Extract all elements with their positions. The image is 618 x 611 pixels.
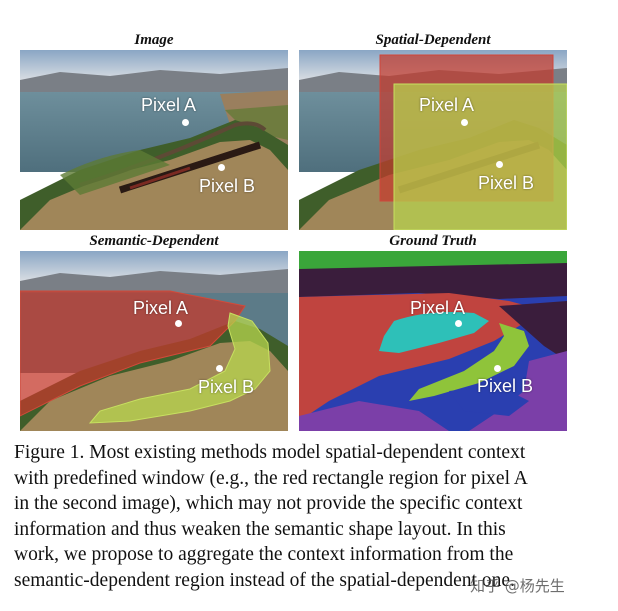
caption-line: information and thus weaken the semantic… xyxy=(14,518,506,540)
caption-line: work, we propose to aggregate the contex… xyxy=(14,544,514,566)
pixel-b-label-spatial: Pixel B xyxy=(478,173,535,193)
landscape-photo-with-window xyxy=(299,50,567,230)
pixel-a-label-spatial: Pixel A xyxy=(419,95,475,115)
panel-title-ground-truth: Ground Truth xyxy=(389,233,477,249)
pixel-a-dot-image xyxy=(182,119,189,126)
pixel-b-label-image: Pixel B xyxy=(199,176,256,196)
pixel-b-dot-spatial xyxy=(496,161,503,168)
pixel-b-dot-image xyxy=(218,164,225,171)
pixel-b-dot-ground-truth xyxy=(494,365,501,372)
pixel-b-dot-semantic xyxy=(216,365,223,372)
panel-spatial-dependent xyxy=(299,50,567,230)
pixel-a-dot-spatial xyxy=(461,119,468,126)
panel-title-image: Image xyxy=(134,32,174,48)
caption-line: with predefined window (e.g., the red re… xyxy=(14,467,528,489)
panel-title-semantic: Semantic-Dependent xyxy=(89,233,219,249)
pixel-a-dot-ground-truth xyxy=(455,320,462,327)
landscape-photo-with-regions xyxy=(20,251,288,431)
caption-line: in the second image), which may not prov… xyxy=(14,493,523,515)
landscape-photo xyxy=(20,50,288,230)
segmentation-map xyxy=(299,251,567,431)
caption-line: semantic-dependent region instead of the… xyxy=(14,569,515,591)
pixel-a-label-semantic: Pixel A xyxy=(133,298,189,318)
panel-ground-truth xyxy=(299,251,567,431)
watermark: 知乎 @杨先生 xyxy=(470,577,565,595)
green-window xyxy=(393,83,567,230)
pixel-b-label-semantic: Pixel B xyxy=(198,377,255,397)
pixel-a-label-image: Pixel A xyxy=(141,95,197,115)
panel-title-spatial: Spatial-Dependent xyxy=(375,32,491,48)
pixel-a-dot-semantic xyxy=(175,320,182,327)
caption-line: Figure 1. Most existing methods model sp… xyxy=(14,442,526,463)
red-semantic-region xyxy=(20,290,246,417)
panel-semantic-dependent xyxy=(20,251,288,431)
figure-caption: Figure 1. Most existing methods model sp… xyxy=(14,440,599,594)
panel-image xyxy=(20,50,288,230)
pixel-b-label-ground-truth: Pixel B xyxy=(477,376,534,396)
pixel-a-label-ground-truth: Pixel A xyxy=(410,298,466,318)
green-semantic-region xyxy=(88,312,271,424)
